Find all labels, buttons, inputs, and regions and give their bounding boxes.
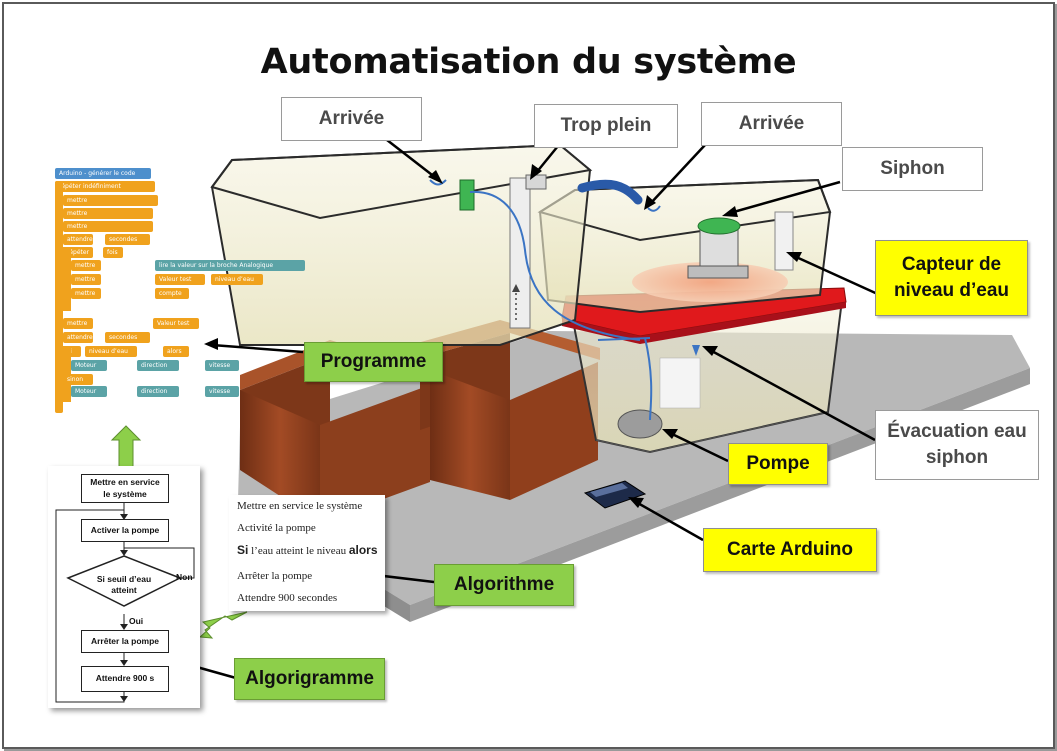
- program-blocks: Arduino - générer le code répéter indéfi…: [55, 168, 305, 413]
- main-tank: [210, 143, 593, 346]
- prog-set-2: mettre: [63, 208, 153, 219]
- prog-times: fois: [103, 247, 123, 258]
- label-trop-plein: Trop plein: [534, 104, 678, 148]
- page-title: Automatisation du système: [260, 42, 797, 82]
- label-capteur-line2: niveau d’eau: [893, 280, 1010, 301]
- green-arrow-diag: [198, 611, 248, 639]
- green-arrow-up: [110, 425, 142, 471]
- flow-start-line2: le système: [103, 488, 147, 499]
- label-programme: Programme: [304, 342, 443, 382]
- prog-repeat-forever: répéter indéfiniment: [55, 181, 155, 192]
- prog-moteur-2: Moteur: [71, 386, 107, 397]
- prog-wait-2-seconds: secondes: [105, 332, 150, 343]
- transfer-tube: [577, 179, 643, 205]
- prog-set-1: mettre: [63, 195, 158, 206]
- prog-direction-1: direction: [137, 360, 179, 371]
- prog-loop-bar: [55, 181, 63, 413]
- flow-no-label: Non: [176, 572, 193, 582]
- flow-start-line1: Mettre en service: [90, 477, 160, 488]
- algo-line-4: Arrêter la pompe: [237, 570, 313, 582]
- label-capteur: Capteur de niveau d’eau: [875, 240, 1028, 316]
- label-evacuation-line2: siphon: [925, 447, 989, 468]
- algo-line-5: Attendre 900 secondes: [237, 592, 338, 604]
- flow-decision-line2: atteint: [111, 585, 137, 596]
- algo-si: Si: [237, 543, 249, 557]
- algo-alors: alors: [348, 543, 378, 557]
- label-evacuation-line1: Évacuation eau: [887, 421, 1027, 443]
- label-arrivee-right: Arrivée: [701, 102, 842, 146]
- prog-compte: compte: [155, 288, 189, 299]
- label-arrivee-left: Arrivée: [281, 97, 422, 141]
- flow-stop-box: Arrêter la pompe: [81, 630, 169, 653]
- prog-vitesse-2: vitesse: [205, 386, 239, 397]
- prog-wait-2: attendre: [63, 332, 93, 343]
- prog-header: Arduino - générer le code: [55, 168, 151, 179]
- flowchart: Mettre en service le système Activer la …: [48, 466, 200, 708]
- label-algorithme: Algorithme: [434, 564, 574, 606]
- label-capteur-line1: Capteur de: [901, 254, 1002, 276]
- label-carte-arduino: Carte Arduino: [703, 528, 877, 572]
- prog-niveau-eau-2: niveau d’eau: [85, 346, 137, 357]
- algo-line-1: Mettre en service le système: [237, 500, 363, 512]
- prog-repeat-bar: [63, 247, 71, 311]
- prog-read-analog: lire la valeur sur la broche Analogique: [155, 260, 305, 271]
- prog-set-6: mettre: [71, 288, 101, 299]
- flowchart-connectors: [55, 502, 195, 703]
- label-pompe: Pompe: [728, 443, 828, 485]
- wood-supports: [240, 320, 600, 522]
- algo-line-3-mid: l’eau atteint le niveau: [248, 545, 349, 557]
- prog-set-4: mettre: [71, 260, 101, 271]
- prog-wait-1: attendre: [63, 234, 93, 245]
- prog-direction-2: direction: [137, 386, 179, 397]
- prog-sinon: sinon: [63, 374, 93, 385]
- prog-wait-1-seconds: secondes: [105, 234, 150, 245]
- prog-alors: alors: [163, 346, 189, 357]
- upper-right-tank: [537, 178, 832, 314]
- algo-line-3: Si l’eau atteint le niveau alors: [237, 543, 378, 557]
- arduino-board: [583, 480, 647, 509]
- prog-set-7: mettre: [63, 318, 93, 329]
- flow-lines: [429, 179, 661, 421]
- flow-start-box: Mettre en service le système: [81, 474, 169, 503]
- prog-moteur-1: Moteur: [71, 360, 107, 371]
- prog-valeur-test-2: Valeur test: [153, 318, 199, 329]
- prog-valeur-test: Valeur test: [155, 274, 205, 285]
- label-algorigramme: Algorigramme: [234, 658, 385, 700]
- prog-set-3: mettre: [63, 221, 153, 232]
- algo-line-2: Activité la pompe: [237, 522, 316, 534]
- prog-set-5: mettre: [71, 274, 101, 285]
- label-evacuation: Évacuation eau siphon: [875, 410, 1039, 480]
- algorithm-box: Mettre en service le système Activité la…: [229, 495, 385, 611]
- prog-repeat: répéter: [63, 247, 93, 258]
- flow-activate-box: Activer la pompe: [81, 519, 169, 542]
- flow-decision-text: Si seuil d’eau atteint: [96, 574, 152, 596]
- flow-yes-label: Oui: [129, 616, 144, 626]
- prog-niveau-eau: niveau d’eau: [211, 274, 263, 285]
- flow-decision-line1: Si seuil d’eau: [96, 574, 152, 584]
- prog-vitesse-1: vitesse: [205, 360, 239, 371]
- flow-wait-box: Attendre 900 s: [81, 666, 169, 692]
- label-siphon: Siphon: [842, 147, 983, 191]
